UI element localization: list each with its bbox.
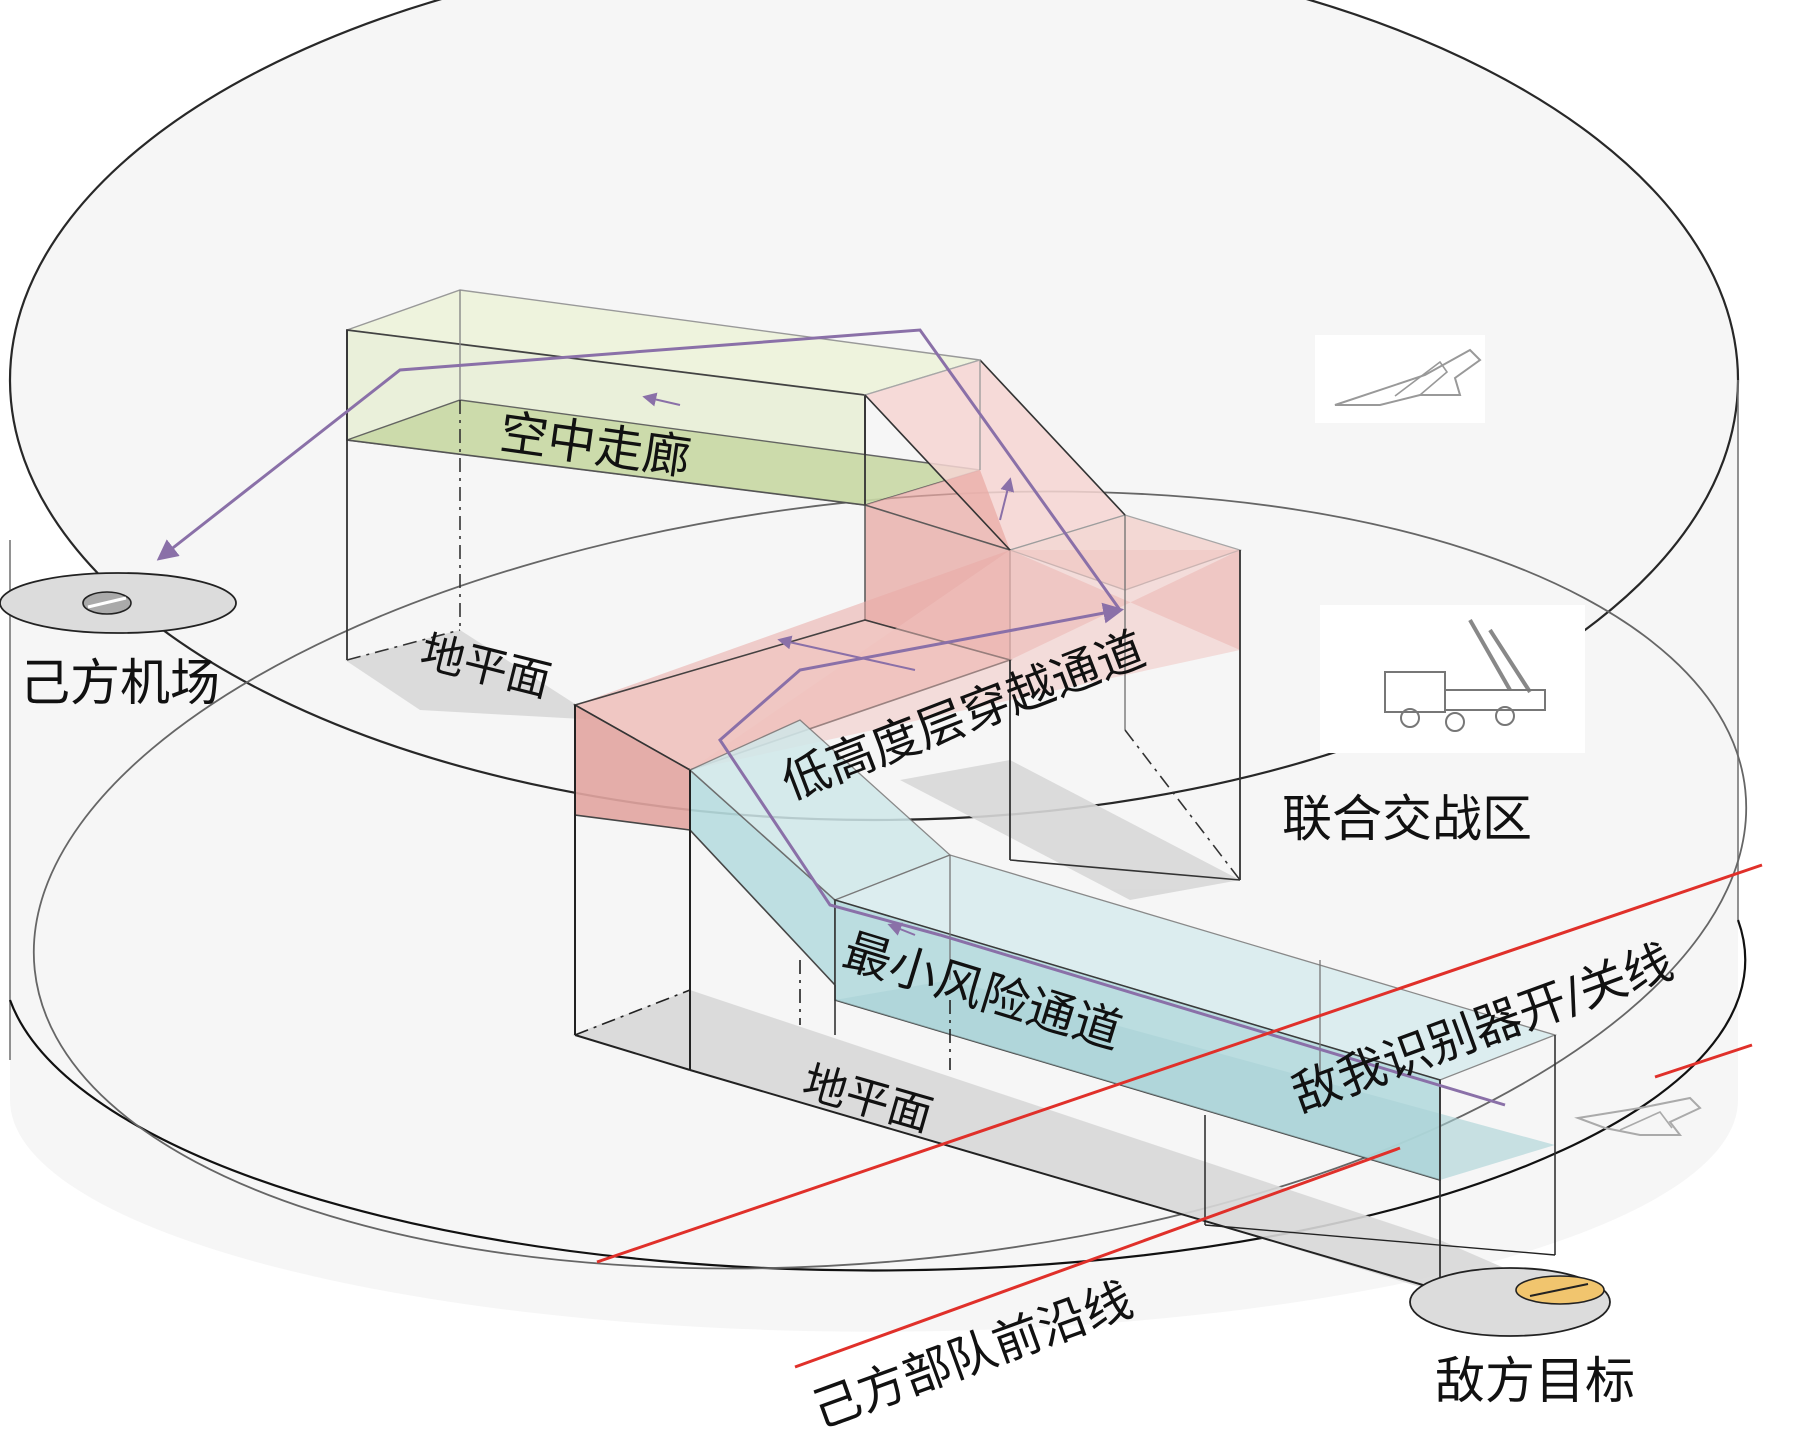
boundary-lines: [596, 863, 1763, 1369]
enemy-target-label: 敌方目标: [1435, 1352, 1635, 1410]
own-front-line: [794, 1146, 1401, 1369]
target-disc-icon: [1409, 1267, 1611, 1337]
airfield-disc-icon: [0, 572, 237, 634]
flight-route: [156, 328, 1506, 1107]
fighter-jet-icon: [1315, 335, 1485, 423]
missile-launcher-truck-icon: [1320, 605, 1585, 753]
min-risk-channel-box: [688, 719, 1557, 1290]
ground-shadows: [345, 630, 1555, 1290]
support-frame: [574, 705, 1556, 1291]
air-corridor-box: [346, 289, 981, 661]
joint-combat-zone-label: 联合交战区: [1282, 790, 1532, 848]
fighter-jet-icon-lower: [1574, 1096, 1702, 1136]
iff-switch-line: [596, 863, 1763, 1264]
own-airfield-label: 己方机场: [20, 654, 220, 712]
